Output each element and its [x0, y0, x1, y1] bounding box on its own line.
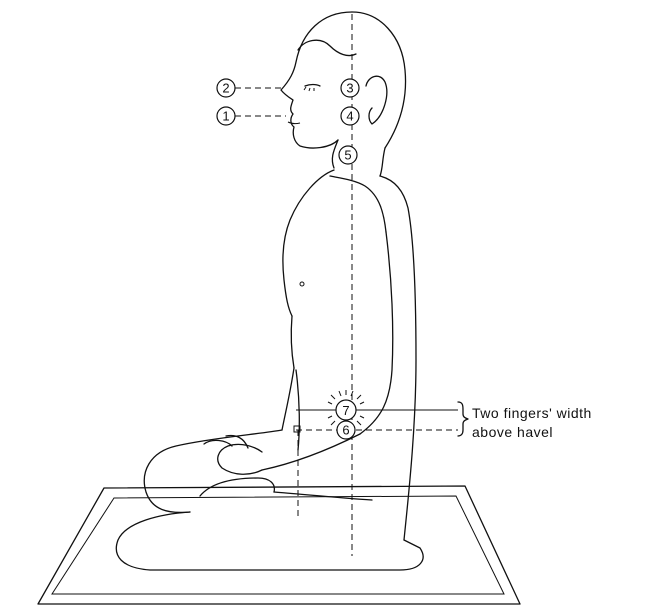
marker-7: 7 [336, 400, 356, 420]
marker-1: 1 [217, 107, 235, 125]
marker-3-label: 3 [346, 81, 353, 96]
marker-7-label: 7 [342, 403, 349, 418]
bracket-brace [458, 402, 468, 436]
marker-4: 4 [341, 107, 359, 125]
marker-6-label: 6 [342, 423, 349, 438]
annotation-line-2: above havel [472, 424, 553, 440]
marker-6: 6 [337, 421, 355, 439]
marker-1-label: 1 [222, 109, 229, 124]
marker-2: 2 [217, 79, 235, 97]
marker-5: 5 [339, 146, 357, 164]
meditation-mat [38, 486, 520, 604]
marker-2-label: 2 [222, 81, 229, 96]
marker-4-label: 4 [346, 109, 353, 124]
marker-3: 3 [341, 79, 359, 97]
marker-5-label: 5 [344, 148, 351, 163]
annotation-line-1: Two fingers' width [472, 405, 592, 421]
